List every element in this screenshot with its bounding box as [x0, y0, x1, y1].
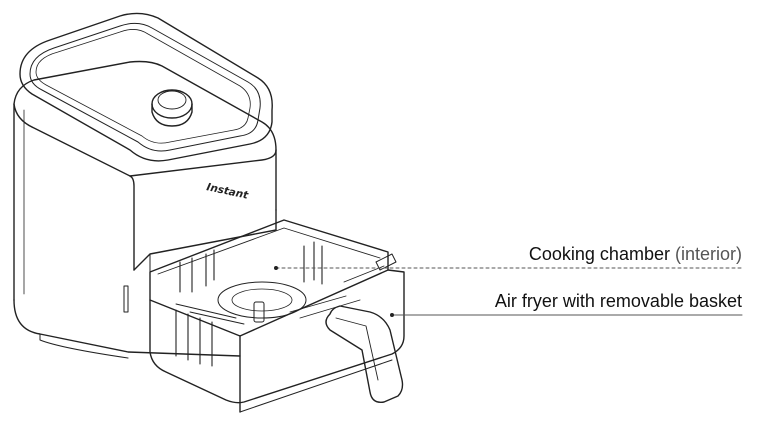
basket-rim: [149, 219, 389, 337]
callout-air-fryer: Air fryer with removable basket: [495, 291, 742, 312]
fryer-lid: [19, 12, 273, 162]
callout-label: Air fryer with removable basket: [494, 291, 742, 311]
callout-qualifier: (interior): [674, 244, 742, 264]
control-knob: [151, 89, 193, 119]
basket-front: [149, 269, 405, 404]
fryer-base: [13, 299, 241, 357]
cooking-chamber: [133, 209, 277, 271]
basket-handle: [325, 305, 404, 403]
callout-label: Cooking chamber: [528, 244, 670, 264]
brand-logo: Instant: [205, 181, 250, 202]
fryer-body: [13, 60, 277, 301]
callout-cooking-chamber: Cooking chamber (interior): [529, 244, 742, 265]
